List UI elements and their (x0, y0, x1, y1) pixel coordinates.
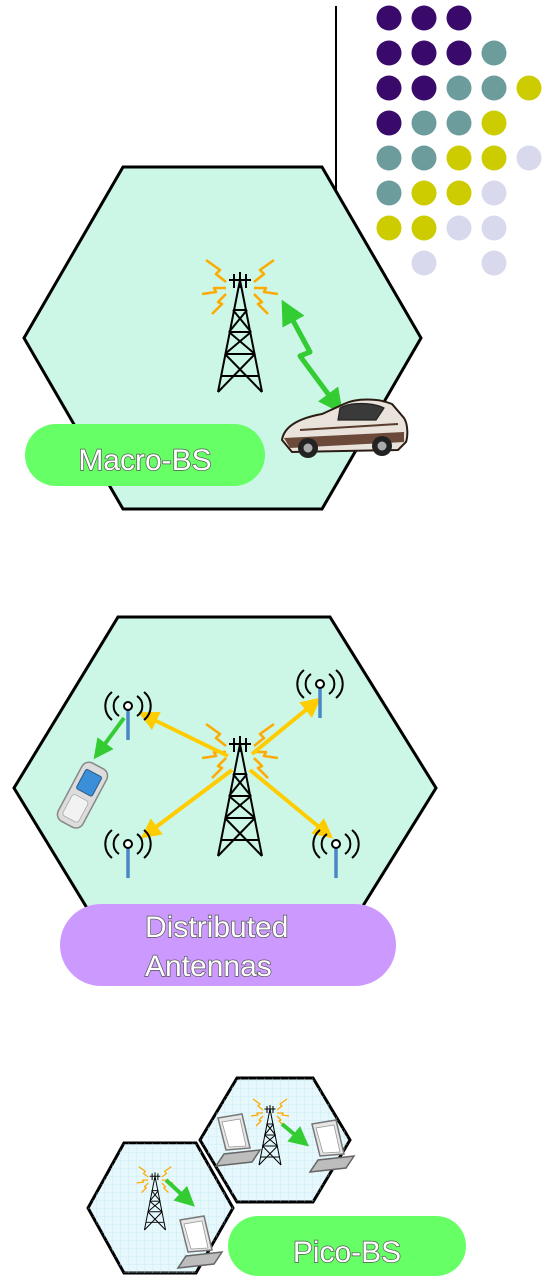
distributed-label-line1: Distributed (145, 911, 288, 944)
decorative-dot (411, 145, 437, 171)
decorative-dot (446, 110, 472, 136)
decorative-dot (411, 5, 437, 31)
decorative-dot (411, 75, 437, 101)
macro-label-pill (25, 424, 265, 486)
pico-label-pill (228, 1216, 466, 1276)
link-to-antenna-bottom-left (140, 768, 234, 839)
decorative-dot (481, 145, 507, 171)
decorative-dot (481, 180, 507, 206)
link-to-antenna-top-right (250, 697, 322, 756)
decorative-dot (411, 250, 437, 276)
macro-wireless-link (281, 299, 343, 415)
pico-link-small (164, 1178, 195, 1207)
decorative-dot (376, 5, 402, 31)
decorative-dot (446, 180, 472, 206)
decorative-dot (446, 215, 472, 241)
car-icon (280, 398, 409, 458)
decorative-dot (376, 40, 402, 66)
antenna-to-phone-link (93, 716, 126, 760)
decorative-dot (376, 180, 402, 206)
decorative-dot (446, 5, 472, 31)
decorative-dot-grid (376, 5, 542, 276)
decorative-dot (446, 145, 472, 171)
decorative-dot (411, 110, 437, 136)
decorative-dot (446, 40, 472, 66)
macro-cell: Macro-BS (22, 165, 423, 511)
pico-label: Pico-BS (293, 1236, 401, 1269)
decorative-dot (481, 75, 507, 101)
decorative-dot (376, 75, 402, 101)
decorative-dot (411, 40, 437, 66)
decorative-dot (481, 250, 507, 276)
decorative-dot (411, 180, 437, 206)
macro-label: Macro-BS (78, 444, 211, 477)
distributed-antenna-cell: Distributed Antennas (12, 615, 438, 986)
decorative-dot (446, 75, 472, 101)
decorative-dot (481, 40, 507, 66)
distributed-label-line2: Antennas (145, 950, 272, 983)
decorative-dot (376, 110, 402, 136)
decorative-dot (481, 215, 507, 241)
decorative-dot (516, 145, 542, 171)
link-to-antenna-bottom-right (248, 768, 334, 839)
mobile-phone-icon (56, 761, 109, 829)
distributed-label-pill (60, 904, 396, 986)
link-to-antenna-top-left (138, 712, 229, 758)
decorative-dot (376, 145, 402, 171)
pico-link-large (280, 1122, 310, 1147)
decorative-dot (481, 110, 507, 136)
decorative-dot (516, 75, 542, 101)
fronthaul-links (138, 697, 334, 839)
pico-cells: Pico-BS (86, 1076, 466, 1276)
decorative-dot (411, 215, 437, 241)
decorative-dot (376, 215, 402, 241)
